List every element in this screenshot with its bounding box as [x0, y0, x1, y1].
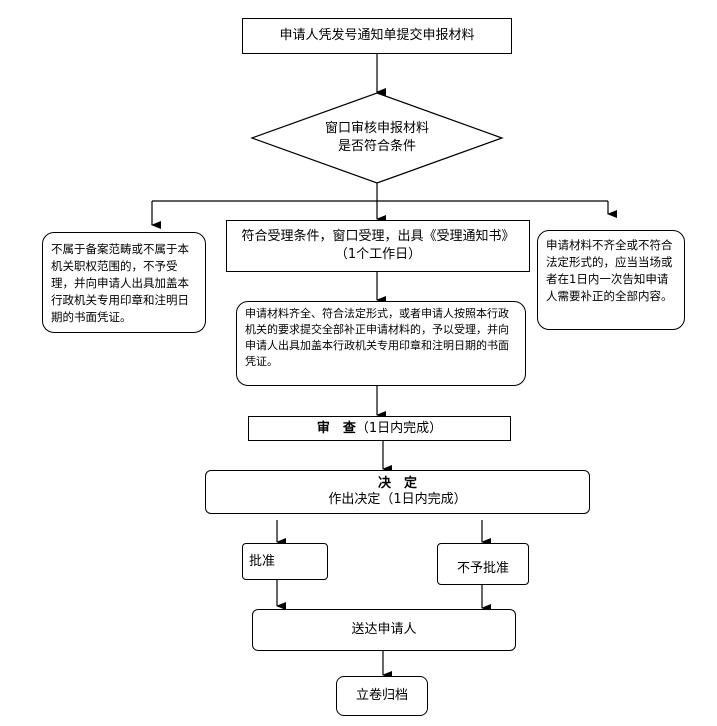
decide-title: 决 定	[377, 476, 417, 491]
examine-box: 审 查（1日内完成）	[248, 416, 511, 441]
accept-line1: 符合受理条件，窗口受理，出具《受理通知书》	[241, 229, 515, 244]
reject-text: 不属于备案范畴或不属于本机关职权范围的，不予受理，并向申请人出具加盖本行政机关专…	[51, 242, 189, 324]
deny-text: 不予批准	[456, 561, 509, 576]
review-line1: 窗口审核申报材料	[324, 121, 429, 136]
reject-box: 不属于备案范畴或不属于本机关职权范围的，不予受理，并向申请人出具加盖本行政机关专…	[42, 232, 206, 333]
accept-line2: （1个工作日）	[334, 247, 422, 262]
decide-text: 作出决定（1日内完成）	[328, 492, 467, 507]
submit-box: 申请人凭发号通知单提交申报材料	[242, 18, 512, 54]
approve-box: 批准	[242, 543, 328, 580]
accept-box: 符合受理条件，窗口受理，出具《受理通知书》 （1个工作日）	[226, 220, 530, 272]
deliver-box: 送达申请人	[252, 609, 516, 651]
submit-text: 申请人凭发号通知单提交申报材料	[279, 28, 475, 43]
incomplete-text: 申请材料不齐全或不符合法定形式的，应当当场或者在1日内一次告知申请人需要补正的全…	[546, 238, 673, 303]
review-text: 窗口审核申报材料是否符合条件	[262, 120, 492, 156]
complete-box: 申请材料齐全、符合法定形式，或者申请人按照本行政机关的要求提交全部补正申请材料的…	[236, 301, 526, 386]
examine-title: 审 查	[316, 420, 356, 436]
complete-text: 申请材料齐全、符合法定形式，或者申请人按照本行政机关的要求提交全部补正申请材料的…	[245, 307, 509, 368]
decide-box: 决 定作出决定（1日内完成）	[205, 470, 590, 514]
examine-time: （1日内完成）	[355, 420, 443, 436]
incomplete-box: 申请材料不齐全或不符合法定形式的，应当当场或者在1日内一次告知申请人需要补正的全…	[537, 230, 685, 330]
review-line2: 是否符合条件	[337, 139, 416, 154]
archive-box: 立卷归档	[336, 676, 428, 716]
deliver-text: 送达申请人	[351, 622, 417, 637]
deny-box: 不予批准	[437, 543, 529, 585]
approve-text: 批准	[249, 553, 276, 569]
archive-text: 立卷归档	[355, 688, 408, 703]
